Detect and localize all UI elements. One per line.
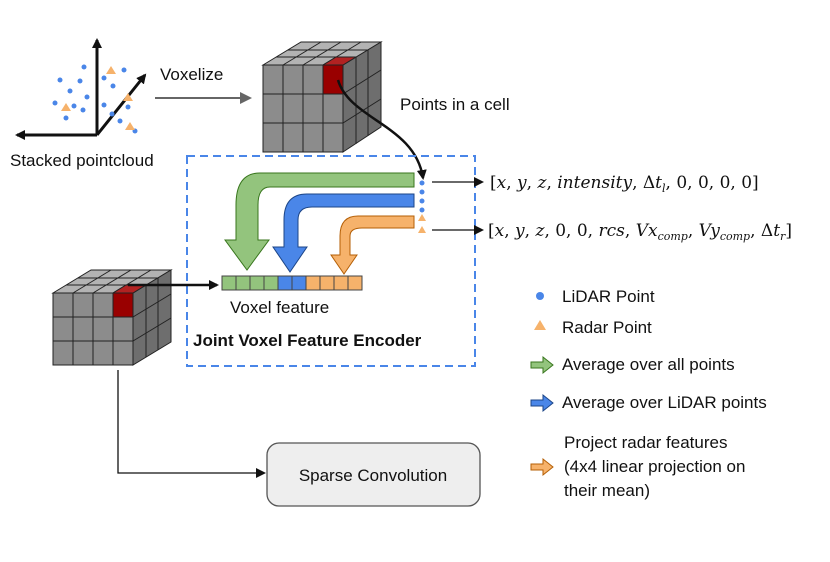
legend-lidar-label: LiDAR Point	[562, 287, 655, 306]
voxel-feature-vector	[221, 275, 363, 291]
legend: LiDAR Point Radar Point Average over all…	[530, 287, 767, 500]
lidar-feature-vector: [x, y, z, intensity, Δtl, 0, 0, 0, 0]	[490, 173, 759, 195]
green-arrow-legend-icon	[530, 355, 554, 375]
legend-project-line1: Project radar features	[564, 433, 727, 452]
stacked-pointcloud-label: Stacked pointcloud	[10, 151, 154, 170]
points-in-cell-arrow	[336, 79, 427, 180]
blue-average-arrow	[272, 193, 415, 273]
radar-feature-vector: [x, y, z, 0, 0, rcs, Vxcomp, Vycomp, Δtr…	[488, 221, 792, 243]
orange-projection-arrow	[330, 215, 415, 275]
encoder-title: Joint Voxel Feature Encoder	[193, 331, 422, 350]
voxel-feature-label: Voxel feature	[230, 298, 329, 317]
voxelize-label: Voxelize	[160, 65, 223, 84]
lidar-legend-icon	[536, 292, 544, 300]
lidar-points-cloud	[52, 64, 138, 134]
legend-avg-all-label: Average over all points	[562, 355, 735, 374]
highlighted-voxel-bottom	[111, 284, 148, 318]
legend-avg-lidar-label: Average over LiDAR points	[562, 393, 767, 412]
encoder-dashed-box	[186, 155, 476, 367]
blue-arrow-legend-icon	[530, 393, 554, 413]
legend-radar-label: Radar Point	[562, 318, 652, 337]
cell-points-column	[418, 180, 426, 233]
points-in-cell-label: Points in a cell	[400, 95, 510, 114]
radar-legend-icon	[534, 320, 546, 330]
highlighted-voxel-top	[321, 56, 358, 95]
legend-project-line3: their mean)	[564, 481, 650, 500]
orange-arrow-legend-icon	[530, 457, 554, 477]
legend-project-line2: (4x4 linear projection on	[564, 457, 745, 476]
voxel-grid-top	[261, 41, 383, 153]
green-average-arrow	[224, 172, 415, 271]
sparse-convolution-box	[266, 442, 481, 507]
sparse-conv-connector	[117, 370, 266, 478]
sparse-convolution-label: Sparse Convolution	[299, 466, 447, 485]
stacked-pointcloud	[15, 38, 147, 140]
radar-points-cloud	[61, 66, 135, 130]
